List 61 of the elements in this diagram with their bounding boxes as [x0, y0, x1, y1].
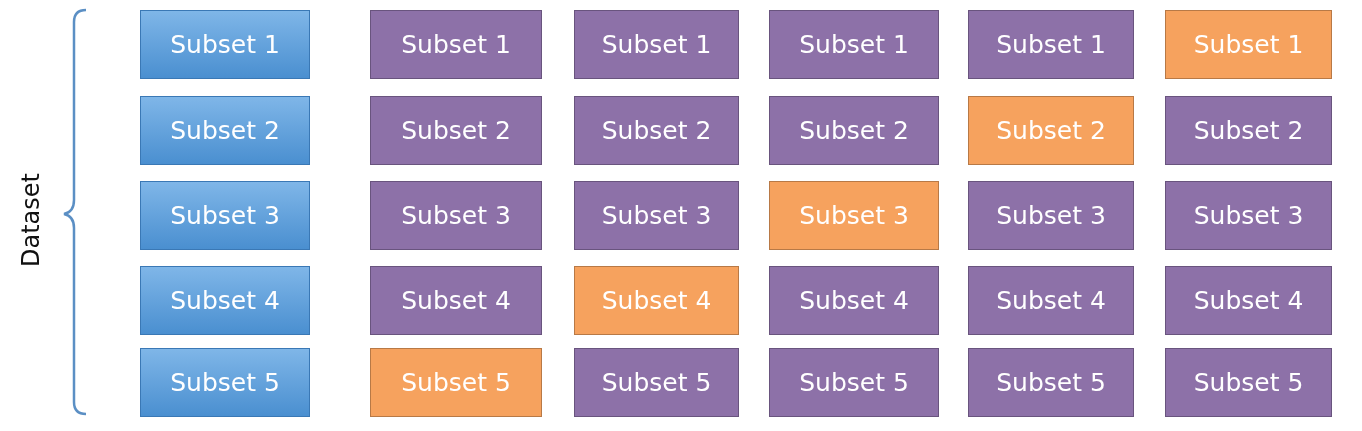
subset-label: Subset 2: [170, 116, 280, 145]
subset-box: [769, 96, 939, 165]
axis-label: Dataset: [17, 173, 45, 267]
subset-box: [140, 266, 310, 335]
subset-label: Subset 1: [996, 30, 1106, 59]
subset-box: [769, 10, 939, 79]
subset-box: [1165, 181, 1332, 250]
subset-label: Subset 1: [601, 30, 712, 59]
subset-box: [370, 266, 542, 335]
subset-label: Subset 1: [1193, 30, 1304, 59]
subset-box: [968, 96, 1134, 165]
subset-label: Subset 5: [996, 368, 1106, 397]
subset-box: [968, 181, 1134, 250]
subset-label: Subset 1: [401, 30, 511, 59]
subset-label: Subset 1: [799, 30, 909, 59]
subset-box: [1165, 96, 1332, 165]
subset-label: Subset 2: [799, 116, 909, 145]
subset-label: Subset 5: [1193, 368, 1304, 397]
subset-box: [140, 96, 310, 165]
subset-box: [370, 348, 542, 417]
subset-box: [574, 181, 739, 250]
subset-label: Subset 4: [170, 286, 280, 315]
subset-label: Subset 2: [401, 116, 511, 145]
subset-box: [769, 266, 939, 335]
subset-label: Subset 5: [170, 368, 280, 397]
subset-label: Subset 4: [1193, 286, 1304, 315]
subset-box: [370, 181, 542, 250]
subset-label: Subset 2: [601, 116, 712, 145]
subset-label: Subset 3: [1193, 201, 1304, 230]
subset-box: [1165, 266, 1332, 335]
subset-box: [574, 348, 739, 417]
subset-box: [1165, 348, 1332, 417]
subset-box: [574, 10, 739, 79]
subset-label: Subset 3: [170, 201, 280, 230]
subset-label: Subset 2: [1193, 116, 1304, 145]
subset-box: [370, 10, 542, 79]
subset-label: Subset 4: [401, 286, 511, 315]
subset-label: Subset 5: [799, 368, 909, 397]
subset-box: [140, 181, 310, 250]
subset-label: Subset 5: [401, 368, 511, 397]
subset-label: Subset 4: [799, 286, 909, 315]
subset-label: Subset 3: [799, 201, 909, 230]
subset-box: [574, 96, 739, 165]
subset-box: [370, 96, 542, 165]
subset-box: [1165, 10, 1332, 79]
subset-label: Subset 1: [170, 30, 280, 59]
subset-box: [968, 348, 1134, 417]
subset-label: Subset 3: [996, 201, 1106, 230]
subset-label: Subset 5: [601, 368, 712, 397]
subset-box: [968, 266, 1134, 335]
subset-label: Subset 3: [401, 201, 511, 230]
subset-box: [968, 10, 1134, 79]
subset-label: Subset 2: [996, 116, 1106, 145]
subset-label: Subset 4: [601, 286, 712, 315]
subset-box: [769, 348, 939, 417]
subset-box: [140, 348, 310, 417]
subset-box: [574, 266, 739, 335]
subset-label: Subset 4: [996, 286, 1106, 315]
subset-box: [140, 10, 310, 79]
subset-box: [769, 181, 939, 250]
subset-label: Subset 3: [601, 201, 712, 230]
